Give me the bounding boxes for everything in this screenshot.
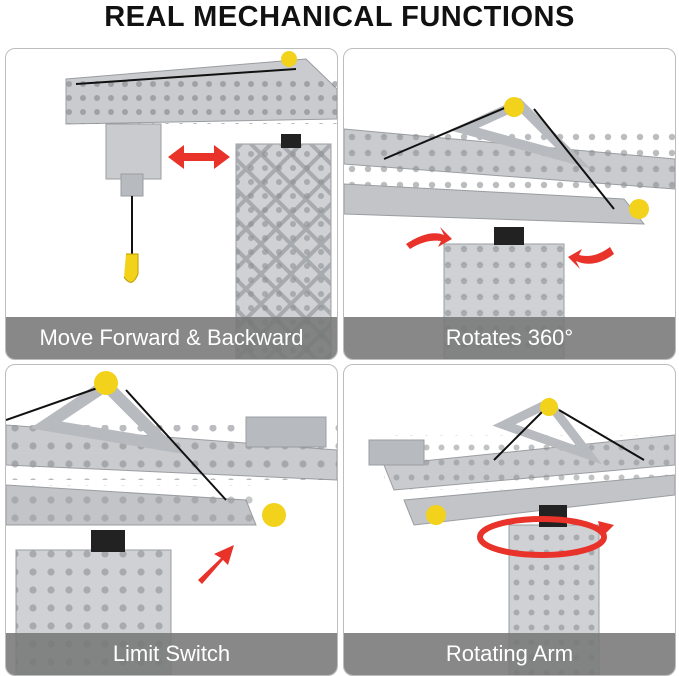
- crane-rotation-image: [344, 97, 675, 359]
- page-title: REAL MECHANICAL FUNCTIONS: [104, 1, 575, 33]
- caption-rotating-arm: Rotating Arm: [344, 633, 675, 675]
- panel-rotating-arm: Rotating Arm: [343, 364, 676, 676]
- panel-limit-switch: Limit Switch: [5, 364, 338, 676]
- panel-move-forward-backward: Move Forward & Backward: [5, 48, 338, 360]
- crane-rotating-arm-image: [368, 397, 675, 675]
- caption-limit-switch: Limit Switch: [6, 633, 337, 675]
- crane-limit-switch-image: [6, 371, 337, 675]
- caption-move-forward-backward: Move Forward & Backward: [6, 317, 337, 359]
- crane-trolley-image: [65, 51, 337, 359]
- panel-rotates-360: Rotates 360°: [343, 48, 676, 360]
- caption-rotates-360: Rotates 360°: [344, 317, 675, 359]
